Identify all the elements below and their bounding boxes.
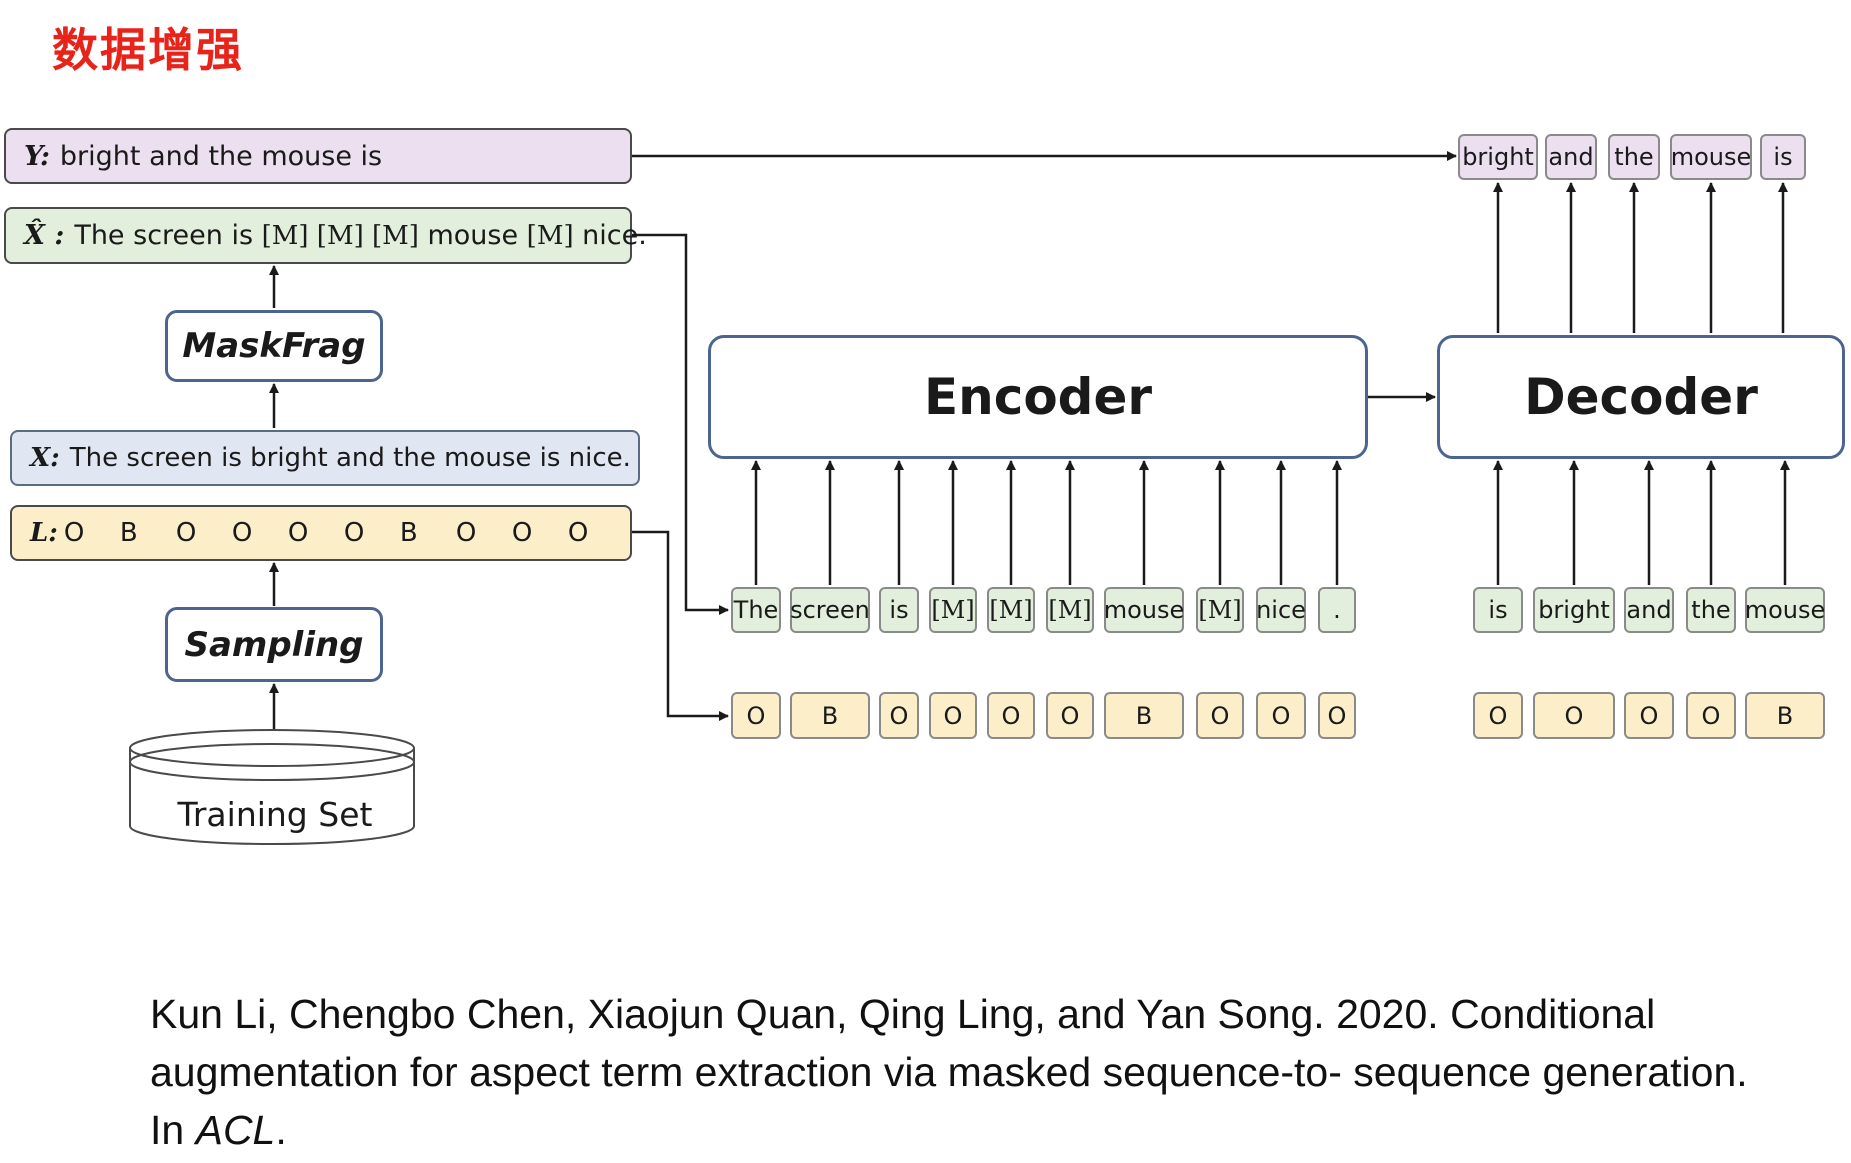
encoder-input-token-1: screen xyxy=(790,587,870,633)
encoder-input-label-0: O xyxy=(731,692,781,739)
maskfrag-module: MaskFrag xyxy=(165,310,383,382)
l-label-2: O xyxy=(175,518,197,548)
arrow-l-to-encoder-labels xyxy=(632,530,729,721)
encoder-input-label-4: O xyxy=(987,692,1035,739)
decoder-input-label-4: B xyxy=(1745,692,1825,739)
decoder-input-label-0: O xyxy=(1473,692,1523,739)
l-label-3: O xyxy=(231,518,253,548)
l-label: L: xyxy=(30,518,58,548)
encoder-input-token-6: mouse xyxy=(1104,587,1184,633)
y-label: Y: xyxy=(24,140,50,172)
xhat-mask-single: [M] xyxy=(526,220,574,251)
encoder-input-label-9: O xyxy=(1318,692,1356,739)
encoder-module: Encoder xyxy=(708,335,1368,459)
encoder-input-label-6: B xyxy=(1104,692,1184,739)
citation-venue: ACL xyxy=(195,1107,276,1153)
decoder-output-token-4: is xyxy=(1760,134,1806,180)
xhat-label: X̂ : xyxy=(24,220,65,251)
citation-end: . xyxy=(275,1107,287,1153)
decoder-input-token-1: bright xyxy=(1533,587,1615,633)
encoder-input-token-9: . xyxy=(1318,587,1356,633)
target-sequence-y-box: Y: bright and the mouse is xyxy=(4,128,632,184)
training-set-label: Training Set xyxy=(177,795,373,834)
l-label-8: O xyxy=(511,518,533,548)
arrow-xhat-to-encoder-tokens xyxy=(632,233,729,615)
encoder-input-token-7: [M] xyxy=(1196,587,1244,633)
l-label-9: O xyxy=(567,518,589,548)
encoder-input-token-4: [M] xyxy=(987,587,1035,633)
decoder-module: Decoder xyxy=(1437,335,1845,459)
l-label-0: O xyxy=(63,518,85,548)
page-title: 数据增强 xyxy=(52,23,244,77)
xhat-part-1: The screen is xyxy=(74,220,262,251)
l-label-5: O xyxy=(343,518,365,548)
training-set-cylinder xyxy=(129,729,415,845)
decoder-input-label-3: O xyxy=(1686,692,1736,739)
encoder-input-label-7: O xyxy=(1196,692,1244,739)
x-text: The screen is bright and the mouse is ni… xyxy=(69,443,631,473)
x-label: X: xyxy=(30,443,60,473)
y-text: bright and the mouse is xyxy=(59,140,383,172)
encoder-input-token-2: is xyxy=(879,587,919,633)
decoder-output-token-1: and xyxy=(1545,134,1597,180)
l-label-4: O xyxy=(287,518,309,548)
label-sequence-l-box: L: O B O O O O B O O O xyxy=(10,505,632,561)
decoder-input-token-4: mouse xyxy=(1745,587,1825,633)
xhat-part-5: nice. xyxy=(573,220,647,251)
citation: Kun Li, Chengbo Chen, Xiaojun Quan, Qing… xyxy=(150,985,1770,1159)
citation-text: Kun Li, Chengbo Chen, Xiaojun Quan, Qing… xyxy=(150,991,1748,1153)
encoder-input-label-2: O xyxy=(879,692,919,739)
l-label-7: O xyxy=(455,518,477,548)
decoder-output-token-0: bright xyxy=(1458,134,1538,180)
l-label-1: B xyxy=(119,518,138,548)
encoder-input-label-3: O xyxy=(929,692,977,739)
l-label-6: B xyxy=(399,518,418,548)
encoder-input-label-5: O xyxy=(1046,692,1094,739)
sampling-module: Sampling xyxy=(165,607,383,682)
decoder-input-token-2: and xyxy=(1624,587,1674,633)
xhat-mask-group: [M] [M] [M] xyxy=(261,220,419,251)
decoder-output-token-2: the xyxy=(1608,134,1660,180)
xhat-part-3: mouse xyxy=(418,220,527,251)
encoder-input-token-8: nice xyxy=(1256,587,1306,633)
decoder-input-token-3: the xyxy=(1686,587,1736,633)
encoder-input-token-0: The xyxy=(731,587,781,633)
encoder-input-token-3: [M] xyxy=(929,587,977,633)
source-sequence-x-box: X: The screen is bright and the mouse is… xyxy=(10,430,640,486)
masked-sequence-xhat-box: X̂ : The screen is [M] [M] [M] mouse [M]… xyxy=(4,207,647,264)
decoder-input-label-1: O xyxy=(1533,692,1615,739)
encoder-input-token-5: [M] xyxy=(1046,587,1094,633)
encoder-input-label-1: B xyxy=(790,692,870,739)
decoder-input-token-0: is xyxy=(1473,587,1523,633)
encoder-input-label-8: O xyxy=(1256,692,1306,739)
decoder-output-token-3: mouse xyxy=(1670,134,1752,180)
decoder-input-label-2: O xyxy=(1624,692,1674,739)
